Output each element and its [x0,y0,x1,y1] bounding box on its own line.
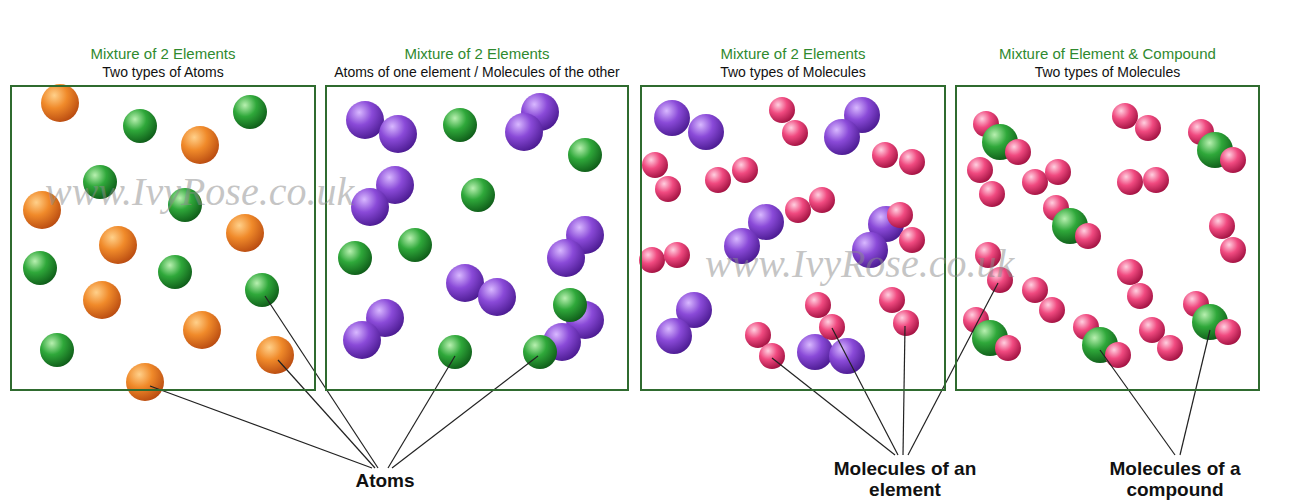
mixture-panel: Mixture of 2 ElementsAtoms of one elemen… [325,85,629,391]
watermark: www.IvyRose.co.uk [45,168,354,215]
callout-label: Atoms [325,470,445,491]
panel-subtitle: Atoms of one element / Molecules of the … [317,63,637,81]
panel-heading: Mixture of 2 ElementsAtoms of one elemen… [317,45,637,81]
panel-title: Mixture of Element & Compound [947,45,1268,63]
panel-title: Mixture of 2 Elements [317,45,637,63]
mixture-panel: Mixture of 2 ElementsTwo types of Atoms [10,85,316,391]
panel-subtitle: Two types of Molecules [947,63,1268,81]
mixture-panel: Mixture of 2 ElementsTwo types of Molecu… [640,85,946,391]
panel-subtitle: Two types of Molecules [632,63,954,81]
panel-heading: Mixture of 2 ElementsTwo types of Molecu… [632,45,954,81]
mixture-panel: Mixture of Element & CompoundTwo types o… [955,85,1260,391]
panel-heading: Mixture of Element & CompoundTwo types o… [947,45,1268,81]
leader-lines [150,283,1210,468]
callout-label: Molecules of a compound [1095,458,1255,500]
panel-title: Mixture of 2 Elements [2,45,324,63]
panel-heading: Mixture of 2 ElementsTwo types of Atoms [2,45,324,81]
atoms [23,84,1246,401]
callout-label: Molecules of an element [830,458,980,500]
panel-title: Mixture of 2 Elements [632,45,954,63]
panel-subtitle: Two types of Atoms [2,63,324,81]
watermark: www.IvyRose.co.uk [705,240,1014,287]
